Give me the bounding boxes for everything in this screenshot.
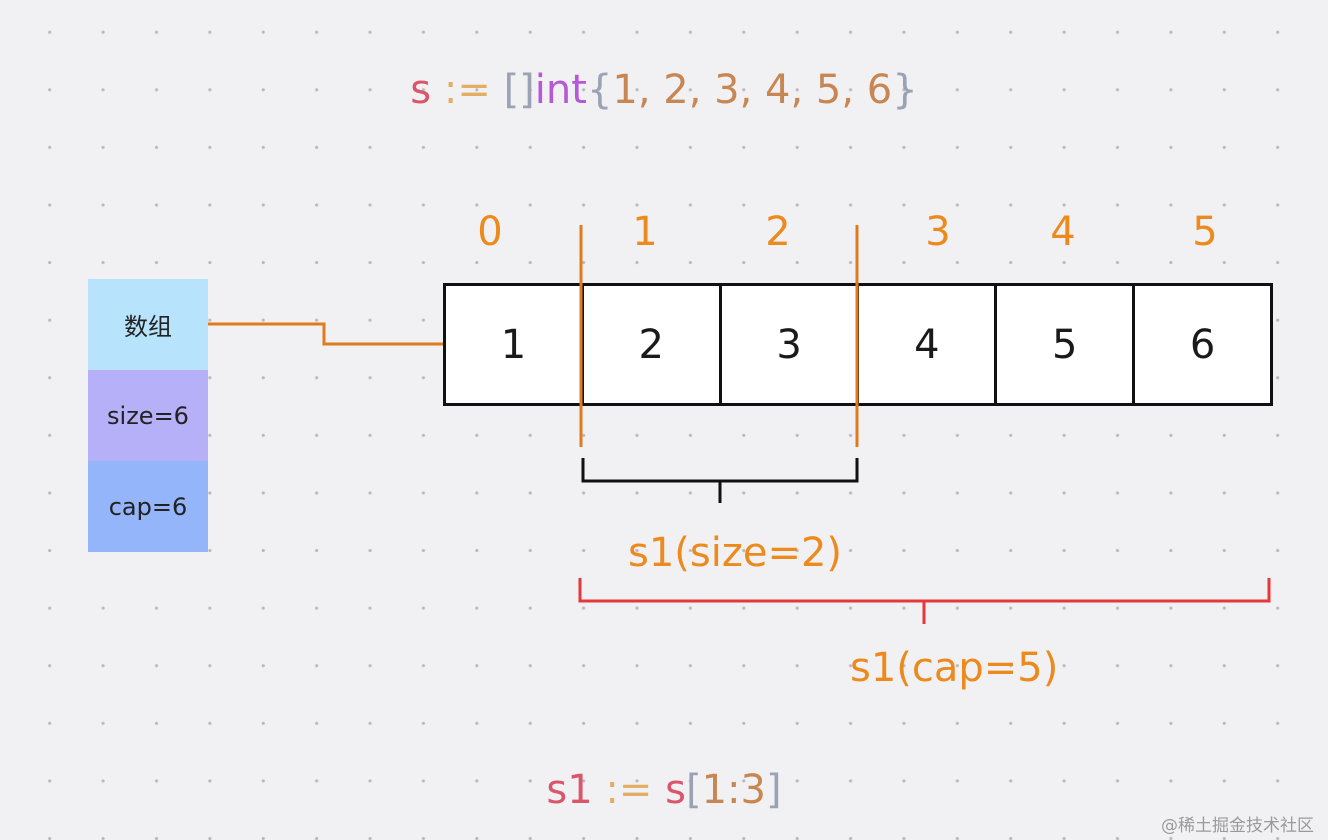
struct-size-field: size=6 bbox=[88, 370, 208, 461]
size-bracket bbox=[581, 458, 859, 483]
code-brackets: [] bbox=[503, 67, 535, 113]
code-slice-expression: s1 := s[1:3] bbox=[0, 762, 1328, 818]
slice-size-label: s1(size=2) bbox=[628, 530, 843, 576]
array-cell-4: 5 bbox=[994, 286, 1133, 403]
code-type: int bbox=[534, 67, 587, 113]
array-cell-2: 3 bbox=[718, 286, 857, 403]
code-close-brace: } bbox=[892, 67, 918, 113]
slice-header: 数组 size=6 cap=6 bbox=[88, 279, 208, 552]
code-slice-range: 1:3 bbox=[701, 767, 766, 813]
code-slice-open-bracket: [ bbox=[685, 767, 702, 813]
code-slice-close-bracket: ] bbox=[765, 767, 782, 813]
index-label-1: 1 bbox=[632, 209, 658, 255]
watermark: @稀土掘金技术社区 bbox=[1161, 816, 1314, 836]
index-label-5: 5 bbox=[1192, 209, 1218, 255]
index-label-0: 0 bbox=[477, 209, 503, 255]
code-open-brace: { bbox=[586, 67, 613, 113]
array-cell-3: 4 bbox=[856, 286, 995, 403]
code-slice-source: s bbox=[665, 767, 686, 813]
struct-cap-field: cap=6 bbox=[88, 461, 208, 552]
index-label-4: 4 bbox=[1050, 209, 1076, 255]
code-declaration: s := []int{1, 2, 3, 4, 5, 6} bbox=[0, 62, 1328, 118]
index-label-2: 2 bbox=[765, 209, 791, 255]
code-assign-op: := bbox=[431, 67, 504, 113]
array-cell-1: 2 bbox=[580, 286, 719, 403]
code-slice-var: s1 bbox=[546, 767, 593, 813]
code-values: 1, 2, 3, 4, 5, 6 bbox=[612, 67, 893, 113]
index-label-3: 3 bbox=[925, 209, 951, 255]
code-var: s bbox=[410, 67, 432, 113]
cap-bracket bbox=[578, 578, 1271, 603]
array-cell-5: 6 bbox=[1132, 286, 1270, 403]
struct-array-field: 数组 bbox=[88, 279, 208, 370]
array-cell-0: 1 bbox=[446, 286, 581, 403]
slice-cap-label: s1(cap=5) bbox=[850, 645, 1059, 691]
pointer-connector bbox=[208, 322, 443, 346]
code-slice-assign-op: := bbox=[592, 767, 666, 813]
